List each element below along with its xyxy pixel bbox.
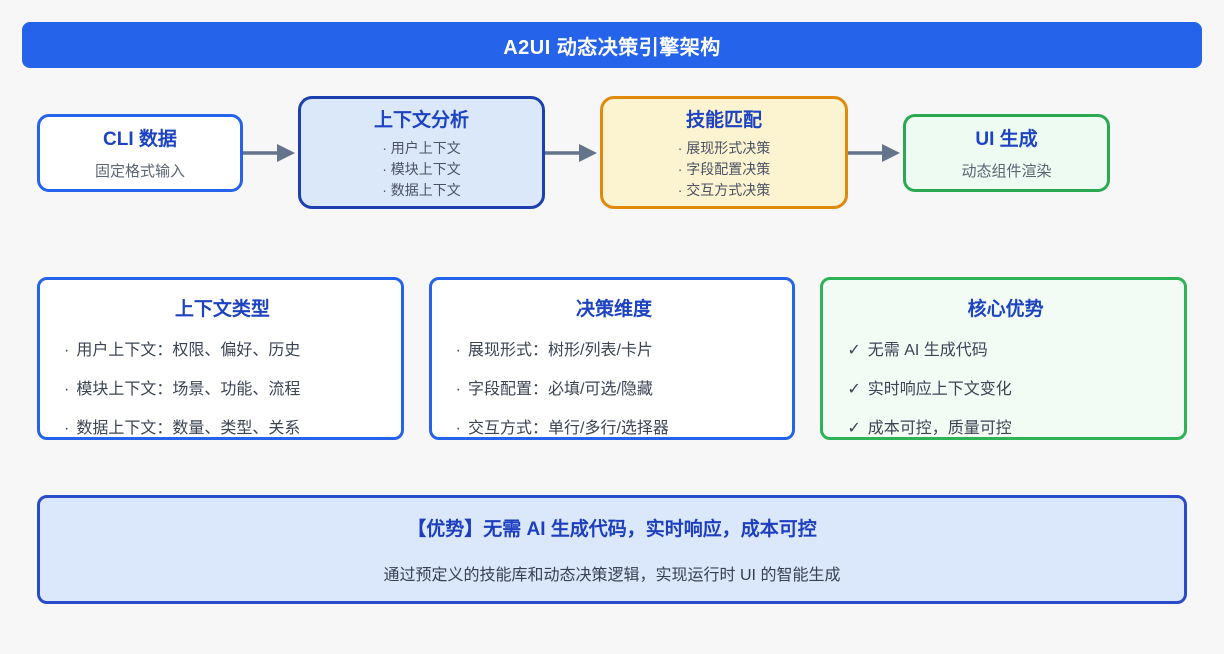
list-item: · 展现形式决策 bbox=[678, 138, 771, 159]
list-item-label: 无需 AI 生成代码 bbox=[867, 342, 988, 359]
node-title: CLI 数据 bbox=[103, 129, 177, 150]
flow-node-skill-matching: 技能匹配 · 展现形式决策 · 字段配置决策 · 交互方式决策 bbox=[600, 96, 848, 209]
list-item-label: 实时响应上下文变化 bbox=[867, 381, 1012, 398]
list-item-label: 字段配置决策 bbox=[686, 160, 771, 177]
card-title: 核心优势 bbox=[967, 299, 1044, 320]
bullet-dot: · bbox=[382, 139, 387, 156]
list-item-label: 用户上下文 bbox=[390, 139, 461, 156]
list-item: ✓ 成本可控，质量可控 bbox=[847, 414, 1164, 438]
list-item: · 模块上下文 bbox=[382, 159, 461, 180]
arrow-right-icon bbox=[243, 143, 295, 162]
list-item: · 模块上下文：场景、功能、流程 bbox=[64, 375, 381, 399]
list-item: · 展现形式：树形/列表/卡片 bbox=[456, 336, 773, 360]
arrow-right-icon bbox=[848, 143, 900, 162]
banner-title: 【优势】无需 AI 生成代码，实时响应，成本可控 bbox=[407, 519, 817, 540]
list-item-label: 展现形式决策 bbox=[686, 139, 771, 156]
list-item-label: 成本可控，质量可控 bbox=[867, 420, 1012, 437]
node-title: 上下文分析 bbox=[373, 109, 469, 131]
header-bar: A2UI 动态决策引擎架构 bbox=[22, 22, 1202, 68]
node-title: UI 生成 bbox=[975, 129, 1038, 150]
list-item: · 交互方式：单行/多行/选择器 bbox=[456, 414, 773, 438]
bullet-dot: · bbox=[382, 181, 387, 198]
bullet-dot: · bbox=[455, 342, 461, 359]
list-item-label: 模块上下文：场景、功能、流程 bbox=[76, 381, 301, 398]
flow-node-context-analysis: 上下文分析 · 用户上下文 · 模块上下文 · 数据上下文 bbox=[298, 96, 545, 209]
bullet-dot: · bbox=[677, 139, 683, 156]
bullet-dot: · bbox=[677, 181, 683, 198]
list-item-label: 模块上下文 bbox=[390, 160, 461, 177]
flow-row: CLI 数据 固定格式输入 上下文分析 · 用户上下文 · 模块上下文 · 数据… bbox=[37, 95, 1224, 210]
cards-row: 上下文类型 · 用户上下文：权限、偏好、历史 · 模块上下文：场景、功能、流程 · 数… bbox=[37, 277, 1188, 440]
node-subtitle: 固定格式输入 bbox=[94, 163, 185, 180]
list-item: · 用户上下文：权限、偏好、历史 bbox=[64, 336, 381, 360]
list-item-label: 数据上下文 bbox=[390, 181, 461, 198]
list-item: ✓ 实时响应上下文变化 bbox=[847, 375, 1164, 399]
node-title: 技能匹配 bbox=[685, 109, 762, 131]
list-item: · 字段配置决策 bbox=[678, 159, 771, 180]
advantage-banner: 【优势】无需 AI 生成代码，实时响应，成本可控 通过预定义的技能库和动态决策逻… bbox=[37, 495, 1187, 604]
flow-arrow bbox=[545, 141, 600, 165]
bullet-dot: · bbox=[64, 420, 70, 437]
bullet-dot: · bbox=[455, 381, 461, 398]
check-icon: ✓ bbox=[847, 420, 861, 437]
node-item-list: · 用户上下文 · 模块上下文 · 数据上下文 bbox=[382, 138, 461, 201]
list-item: · 交互方式决策 bbox=[678, 180, 771, 201]
flow-node-ui-generation: UI 生成 动态组件渲染 bbox=[903, 113, 1110, 192]
node-subtitle: 动态组件渲染 bbox=[961, 163, 1052, 180]
card-context-types: 上下文类型 · 用户上下文：权限、偏好、历史 · 模块上下文：场景、功能、流程 · 数… bbox=[37, 277, 404, 440]
check-icon: ✓ bbox=[847, 342, 861, 359]
list-item: · 数据上下文 bbox=[382, 180, 461, 201]
bullet-dot: · bbox=[455, 420, 461, 437]
flow-arrow bbox=[848, 141, 903, 165]
card-title: 上下文类型 bbox=[174, 299, 270, 320]
banner-subtitle: 通过预定义的技能库和动态决策逻辑，实现运行时 UI 的智能生成 bbox=[383, 567, 841, 584]
list-item-label: 字段配置：必填/可选/隐藏 bbox=[468, 381, 653, 398]
list-item-label: 用户上下文：权限、偏好、历史 bbox=[76, 342, 301, 359]
card-title: 决策维度 bbox=[576, 299, 653, 320]
check-icon: ✓ bbox=[847, 381, 861, 398]
list-item: ✓ 无需 AI 生成代码 bbox=[847, 336, 1164, 360]
card-core-advantages: 核心优势 ✓ 无需 AI 生成代码 ✓ 实时响应上下文变化 ✓ 成本可控，质量可控 bbox=[820, 277, 1188, 440]
list-item-label: 交互方式决策 bbox=[686, 181, 771, 198]
bullet-dot: · bbox=[64, 342, 70, 359]
list-item-label: 数据上下文：数量、类型、关系 bbox=[76, 420, 301, 437]
list-item-label: 交互方式：单行/多行/选择器 bbox=[468, 420, 669, 437]
list-item: · 数据上下文：数量、类型、关系 bbox=[64, 414, 381, 438]
card-decision-dimensions: 决策维度 · 展现形式：树形/列表/卡片 · 字段配置：必填/可选/隐藏 · 交互方式… bbox=[428, 277, 796, 440]
list-item: · 用户上下文 bbox=[382, 138, 461, 159]
flow-node-cli-data: CLI 数据 固定格式输入 bbox=[37, 113, 243, 192]
bullet-dot: · bbox=[382, 160, 387, 177]
flow-arrow bbox=[243, 141, 298, 165]
arrow-right-icon bbox=[545, 143, 597, 162]
bullet-dot: · bbox=[64, 381, 70, 398]
node-item-list: · 展现形式决策 · 字段配置决策 · 交互方式决策 bbox=[678, 138, 771, 201]
bullet-dot: · bbox=[677, 160, 683, 177]
list-item-label: 展现形式：树形/列表/卡片 bbox=[468, 342, 653, 359]
list-item: · 字段配置：必填/可选/隐藏 bbox=[456, 375, 773, 399]
page-title: A2UI 动态决策引擎架构 bbox=[503, 36, 721, 59]
